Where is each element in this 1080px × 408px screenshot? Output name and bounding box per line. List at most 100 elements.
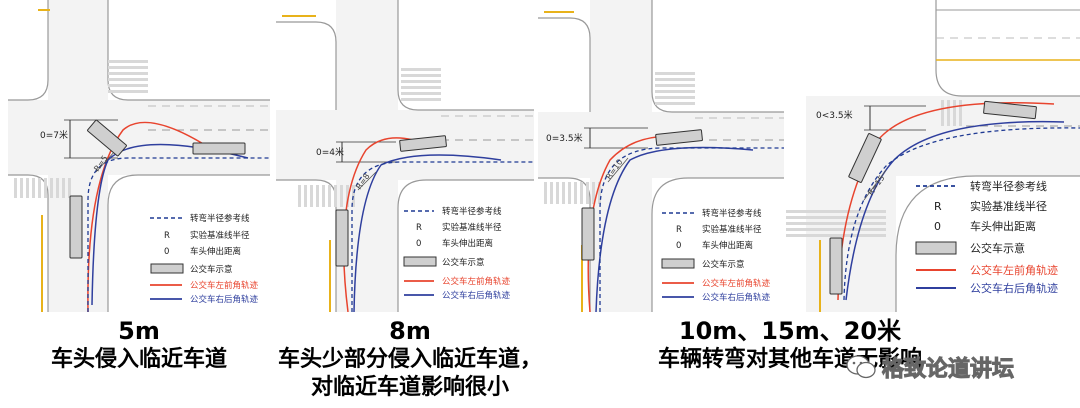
legend-o-desc: 车头伸出距离	[442, 238, 493, 249]
watermark: 格致论道讲坛	[846, 350, 1076, 384]
panel-r10: 0=3.5米 R=10 转弯半径参考线 R 实验基准线半径 0 车头伸出距离 公…	[538, 0, 784, 312]
legend-r-symbol: R	[416, 223, 422, 233]
diagram-r8: 0=4米 R=8 转弯半径参考线 R 实验基准线半径 0 车头伸出距离 公交车示…	[276, 0, 534, 312]
legend: 转弯半径参考线 R 实验基准线半径 0 车头伸出距离 公交车示意 公交车左前角轨…	[150, 213, 259, 305]
legend-r-desc: 实验基准线半径	[970, 199, 1047, 213]
crosswalk-top	[401, 68, 441, 101]
curb-top-left	[276, 21, 337, 110]
radius-line	[607, 157, 629, 183]
legend-bus-swatch	[661, 258, 695, 269]
caption-r8: 8m 车头少部分侵入临近车道， 对临近车道影响很小	[270, 316, 550, 401]
bus-icon	[399, 135, 447, 152]
legend-rear-right: 公交车右后角轨迹	[442, 290, 511, 301]
legend-bus-swatch	[403, 256, 437, 267]
legend-o-symbol: 0	[676, 241, 681, 251]
distance-label: 0=3.5米	[546, 132, 583, 144]
crosswalk-top	[655, 72, 695, 105]
curb-top-right	[397, 0, 534, 111]
turn-ref-line	[351, 161, 534, 312]
distance-label: 0=7米	[40, 129, 68, 141]
legend-r-symbol: R	[934, 200, 942, 213]
curb-bottom-right	[397, 179, 534, 312]
caption-r8-text-2: 对临近车道影响很小	[310, 374, 509, 400]
radius-line	[95, 149, 117, 173]
rear-right-track	[845, 120, 1065, 301]
distance-label: 0=4米	[316, 146, 344, 158]
bus-icon	[69, 195, 83, 259]
curb-bottom-right	[651, 177, 784, 312]
legend-front-left: 公交车左前角轨迹	[970, 263, 1058, 277]
legend-turn-ref: 转弯半径参考线	[190, 213, 250, 224]
legend-o-desc: 车头伸出距离	[970, 219, 1036, 233]
legend-o-desc: 车头伸出距离	[702, 240, 753, 251]
crosswalk-right	[941, 100, 962, 126]
rear-right-track	[353, 154, 502, 312]
curb-top-left	[8, 0, 49, 101]
legend: 转弯半径参考线 R 实验基准线半径 0 车头伸出距离 公交车示意 公交车左前角轨…	[403, 206, 511, 301]
caption-r5: 5m 车头侵入临近车道	[8, 316, 270, 374]
radius-line	[357, 171, 377, 191]
panel-r8: 0=4米 R=8 转弯半径参考线 R 实验基准线半径 0 车头伸出距离 公交车示…	[276, 0, 534, 312]
legend: 转弯半径参考线 R 实验基准线半径 0 车头伸出距离 公交车示意 公交车左前角轨…	[915, 179, 1058, 295]
curb-top-left	[538, 17, 591, 112]
legend-bus-desc: 公交车示意	[970, 241, 1025, 255]
legend: 转弯半径参考线 R 实验基准线半径 0 车头伸出距离 公交车示意 公交车左前角轨…	[661, 208, 771, 303]
legend-o-symbol: 0	[934, 220, 941, 233]
legend-r-symbol: R	[676, 225, 682, 235]
legend-bus-desc: 公交车示意	[190, 264, 233, 275]
front-left-track	[87, 121, 214, 312]
bus-icon	[581, 207, 595, 261]
caption-r5-radius: 5m	[118, 317, 160, 345]
diagram-r10: 0=3.5米 R=10 转弯半径参考线 R 实验基准线半径 0 车头伸出距离 公…	[538, 0, 784, 312]
bus-icon	[192, 142, 246, 155]
crosswalk-left	[14, 178, 71, 198]
diagram-r15: 0<3.5米 R=15 转弯半径参考线 R 实验基准线半径 0 车头伸出距离 公…	[786, 0, 1080, 312]
legend-turn-ref: 转弯半径参考线	[970, 179, 1047, 193]
bus-icon	[829, 237, 843, 295]
curb-top-right	[935, 0, 1080, 97]
turn-ref-line	[843, 127, 1080, 301]
curb-bottom-left	[8, 174, 49, 312]
legend-front-left: 公交车左前角轨迹	[442, 276, 511, 287]
legend-turn-ref: 转弯半径参考线	[702, 208, 762, 219]
legend-turn-ref: 转弯半径参考线	[442, 206, 502, 217]
turn-ref-line	[87, 157, 270, 312]
legend-r-desc: 实验基准线半径	[442, 222, 502, 233]
crosswalk-bottom	[786, 210, 886, 237]
turn-ref-line	[599, 147, 784, 312]
legend-r-desc: 实验基准线半径	[190, 230, 250, 241]
legend-rear-right: 公交车右后角轨迹	[970, 281, 1058, 295]
crosswalk-left	[544, 182, 601, 204]
bus-icon	[335, 209, 349, 267]
caption-r5-text: 车头侵入临近车道	[50, 347, 227, 372]
diagram-r5: 0=7米 R=5 转弯半径参考线 R 实验基准线半径 0 车头伸出距离 公交车示…	[8, 0, 270, 312]
legend-r-symbol: R	[164, 231, 170, 241]
legend-rear-right: 公交车右后角轨迹	[702, 292, 771, 303]
caption-r8-text-1: 车头少部分侵入临近车道，	[277, 347, 542, 372]
caption-r10-text: 车辆转弯对其他车道无影响	[657, 347, 922, 372]
horizontal-road	[8, 100, 270, 175]
crosswalk-top	[108, 60, 148, 93]
caption-r8-radius: 8m	[389, 317, 431, 345]
legend-front-left: 公交车左前角轨迹	[190, 280, 259, 291]
wechat-icon	[846, 355, 876, 379]
crosswalk-left	[298, 185, 355, 207]
panel-r5: 0=7米 R=5 转弯半径参考线 R 实验基准线半径 0 车头伸出距离 公交车示…	[8, 0, 270, 312]
watermark-text: 格致论道讲坛	[881, 357, 1015, 383]
legend-o-symbol: 0	[164, 247, 169, 257]
bus-icon	[87, 119, 127, 157]
rear-right-track	[91, 143, 249, 306]
legend-rear-right: 公交车右后角轨迹	[190, 294, 259, 305]
legend-o-desc: 车头伸出距离	[190, 246, 241, 257]
legend-bus-desc: 公交车示意	[702, 259, 745, 270]
curb-bottom-right	[107, 174, 270, 312]
legend-front-left: 公交车左前角轨迹	[702, 278, 771, 289]
curb-top-right	[651, 0, 784, 113]
legend-bus-swatch	[150, 263, 184, 274]
bus-icon	[655, 129, 703, 146]
caption-r10-20: 10m、15m、20米 车辆转弯对其他车道无影响	[640, 316, 940, 374]
distance-label: 0<3.5米	[816, 109, 853, 121]
legend-o-symbol: 0	[416, 239, 421, 249]
curb-bottom-left	[538, 177, 591, 312]
legend-r-desc: 实验基准线半径	[702, 224, 762, 235]
